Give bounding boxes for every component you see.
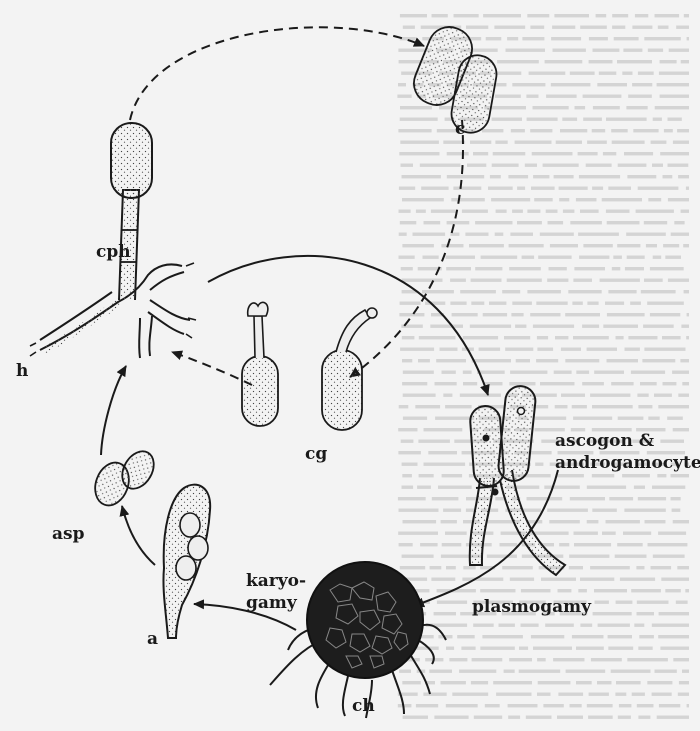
- label-ascogon: ascogon &: [555, 432, 654, 452]
- conidiophore-and-hypha: [30, 123, 196, 358]
- label-gamy: gamy: [246, 594, 297, 614]
- arrow-cph-to-c: [130, 27, 424, 120]
- label-a: a: [147, 630, 158, 650]
- nucleus-light: [518, 408, 525, 415]
- label-c: c: [455, 120, 465, 140]
- germinating-conidia: [242, 302, 377, 430]
- label-androgamocyte: androgamocyte: [555, 454, 700, 474]
- arrow-a-to-asp: [122, 506, 155, 565]
- ascus: [163, 485, 210, 638]
- nucleus-dark-upper: [483, 435, 490, 442]
- label-cph: cph: [96, 243, 131, 263]
- label-asp: asp: [52, 525, 84, 545]
- arrow-cg-to-h: [172, 352, 252, 385]
- label-cg: cg: [305, 445, 327, 465]
- label-karyo: karyo-: [246, 572, 306, 592]
- conidia: [408, 21, 500, 136]
- arrow-c-to-cg: [350, 120, 463, 377]
- ascospores: [89, 446, 160, 510]
- label-plasmogamy: plasmogamy: [472, 598, 591, 618]
- label-ch: ch: [352, 697, 375, 717]
- arrow-asp-to-h: [101, 366, 126, 455]
- nucleus-dark-lower: [492, 489, 499, 496]
- label-h: h: [16, 362, 28, 382]
